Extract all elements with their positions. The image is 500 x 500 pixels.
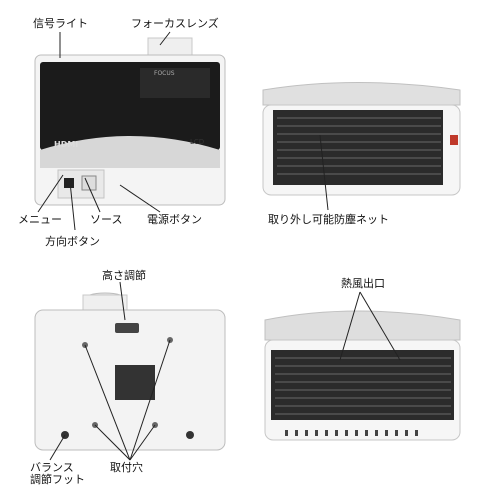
signal-light-label: 信号ライト [33,17,88,30]
menu-label: メニュー [18,213,62,226]
direction-button-label: 方向ボタン [45,235,100,248]
power-button-label: 電源ボタン [147,213,202,226]
removable-dust-net-label: 取り外し可能防塵ネット [268,213,389,226]
projector-side-view-bottom [255,300,470,450]
mount-holes-label: 取付穴 [110,461,143,474]
height-adjust-label: 高さ調節 [102,269,146,282]
focus-lens-label: フォーカスレンズ [131,17,219,30]
projector-front-view: HDMI LCD FOCUS [30,30,230,210]
hdmi-logo: HDMI [54,140,79,149]
focus-text: FOCUS [154,70,175,77]
hot-air-outlet-label: 熱風出口 [341,277,385,290]
projector-bottom-view [30,285,230,455]
projector-side-view-top [255,70,470,200]
lcd-badge: LCD [190,138,205,146]
balance-foot-label: バランス 調節フット [30,461,85,486]
source-label: ソース [90,213,123,226]
